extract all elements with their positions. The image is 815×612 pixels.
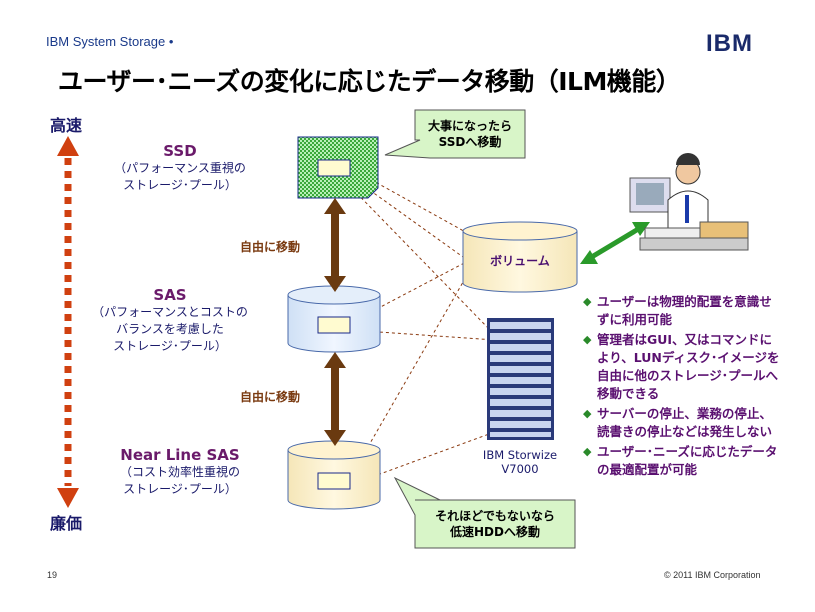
- feature-text: ユーザーは物理的配置を意識せずに利用可能: [597, 294, 772, 327]
- header-brand: IBM System Storage •: [46, 34, 174, 49]
- slide-title: ユーザー･ニーズの変化に応じたデータ移動（ILM機能）: [58, 67, 681, 96]
- callout-bottom-shape: [393, 476, 576, 549]
- ssd-pool-icon: [297, 136, 379, 199]
- diamond-bullet-icon: ◆: [583, 445, 592, 458]
- tier-name: SSD: [163, 142, 197, 160]
- user-operator-icon: [629, 153, 749, 251]
- storage-label: IBM Storwize V7000: [470, 448, 570, 476]
- feature-item: ◆ サーバーの停止、業務の停止、読書きの停止などは発生しない: [583, 405, 783, 441]
- move-arrows: [324, 198, 346, 446]
- callout-bottom: それほどでもないなら 低速HDDへ移動: [415, 508, 575, 540]
- volume-label: ボリューム: [490, 254, 550, 268]
- feature-item: ◆ ユーザー･ニーズに応じたデータの最適配置が可能: [583, 443, 783, 479]
- tier-desc: （パフォーマンス重視の: [114, 161, 246, 175]
- speed-axis-arrow: [57, 136, 79, 508]
- volume-icon: [462, 221, 578, 293]
- tier-ssd: SSD （パフォーマンス重視の ストレージ･プール）: [85, 142, 275, 194]
- tier-desc: ストレージ･プール）: [123, 178, 237, 192]
- callout-top-shape: [384, 109, 526, 159]
- storwize-rack-icon: [487, 318, 554, 440]
- nearline-sas-pool-icon: [287, 440, 381, 510]
- move-label: 自由に移動: [240, 390, 301, 404]
- callout-top: 大事になったら SSDへ移動: [415, 118, 525, 150]
- callout-line: それほどでもないなら: [435, 509, 555, 523]
- volume-user-arrow: [580, 222, 650, 264]
- tier-desc: ストレージ･プール）: [123, 482, 237, 496]
- callout-line: 大事になったら: [427, 119, 512, 133]
- diamond-bullet-icon: ◆: [583, 333, 592, 346]
- callout-line: 低速HDDへ移動: [450, 525, 540, 539]
- tier-name: SAS: [153, 286, 187, 304]
- sas-pool-icon: [287, 285, 381, 353]
- callout-line: SSDへ移動: [438, 135, 502, 149]
- feature-item: ◆ 管理者はGUI、又はコマンドにより、LUNディスク･イメージを自由に他のストレ…: [583, 331, 783, 403]
- feature-list: ◆ ユーザーは物理的配置を意識せずに利用可能 ◆ 管理者はGUI、又はコマンドにより…: [583, 293, 783, 481]
- move-label: 自由に移動: [240, 240, 301, 254]
- storage-model: V7000: [501, 462, 539, 476]
- feature-item: ◆ ユーザーは物理的配置を意識せずに利用可能: [583, 293, 783, 329]
- tier-desc: （コスト効率性重視の: [119, 465, 240, 479]
- storage-name: IBM Storwize: [482, 448, 558, 462]
- diamond-bullet-icon: ◆: [583, 407, 592, 420]
- tier-desc: バランスを考慮した: [116, 322, 224, 336]
- feature-text: 管理者はGUI、又はコマンドにより、LUNディスク･イメージを自由に他のストレー…: [597, 332, 780, 401]
- page-number: 19: [47, 570, 58, 580]
- copyright: © 2011 IBM Corporation: [664, 570, 761, 580]
- ibm-logo: IBM: [706, 30, 753, 57]
- tier-desc: ストレージ･プール）: [113, 339, 227, 353]
- diamond-bullet-icon: ◆: [583, 295, 592, 308]
- tier-sas: SAS （パフォーマンスとコストの バランスを考慮した ストレージ･プール）: [70, 286, 270, 355]
- tier-desc: （パフォーマンスとコストの: [92, 305, 248, 319]
- axis-label-fast: 高速: [50, 116, 83, 135]
- tier-nearline-sas: Near Line SAS （コスト効率性重視の ストレージ･プール）: [85, 446, 275, 498]
- axis-label-cheap: 廉価: [50, 514, 83, 533]
- feature-text: サーバーの停止、業務の停止、読書きの停止などは発生しない: [597, 406, 773, 439]
- tier-name: Near Line SAS: [120, 446, 240, 464]
- feature-text: ユーザー･ニーズに応じたデータの最適配置が可能: [597, 444, 778, 477]
